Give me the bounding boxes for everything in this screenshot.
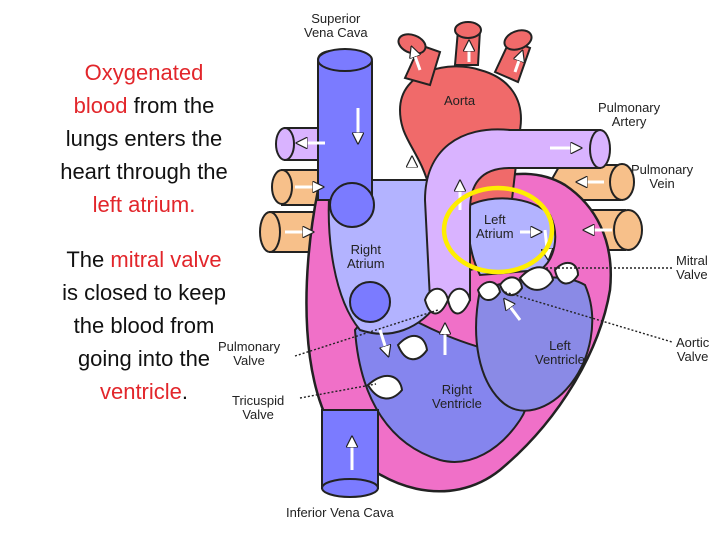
- label-aortic-valve: Aortic Valve: [676, 336, 709, 364]
- pulmonary-valve-shape: [423, 287, 472, 315]
- text-from-the: from the: [133, 93, 215, 118]
- text-the-blood-from: the blood from: [73, 313, 215, 338]
- svc-opening: [329, 182, 375, 228]
- superior-vena-cava-top: [317, 48, 373, 72]
- label-pv-line1: Pulmonary: [631, 162, 694, 177]
- pulmonary-artery-right-end: [589, 129, 611, 169]
- text-lungs-enters-the: lungs enters the: [65, 126, 223, 151]
- highlight-left-atrium: left atrium.: [92, 192, 196, 217]
- text-the: The: [66, 247, 105, 272]
- label-ivc-text: Inferior Vena Cava: [286, 505, 394, 520]
- left-atrium-highlight-circle: [441, 185, 555, 275]
- label-superior-line2: Vena Cava: [304, 25, 368, 40]
- pulmonary-artery-left-end: [275, 127, 295, 161]
- highlight-blood: blood: [73, 93, 128, 118]
- label-pulmonary-valve: Pulmonary Valve: [218, 340, 280, 368]
- label-rv-line2: Ventricle: [432, 396, 482, 411]
- label-left-atrium: Left Atrium: [476, 213, 514, 241]
- label-tv-line2: Valve: [242, 407, 274, 422]
- label-av-line1: Aortic: [676, 335, 710, 350]
- label-pa-line1: Pulmonary: [598, 100, 661, 115]
- text-period: .: [181, 379, 189, 404]
- label-mitral-valve: Mitral Valve: [676, 254, 708, 282]
- label-lv-line1: Left: [549, 338, 571, 353]
- label-pulv-line2: Valve: [233, 353, 265, 368]
- ivc-opening: [349, 281, 391, 323]
- label-tricuspid-valve: Tricuspid Valve: [232, 394, 284, 422]
- label-rv-line1: Right: [441, 382, 473, 397]
- label-superior-line1: Superior: [311, 11, 361, 26]
- label-mv-line1: Mitral: [676, 253, 708, 268]
- highlight-oxygenated: Oxygenated: [84, 60, 204, 85]
- highlight-mitral-valve: mitral valve: [110, 247, 222, 272]
- label-inferior-vena-cava: Inferior Vena Cava: [286, 506, 394, 520]
- label-right-atrium: Right Atrium: [347, 243, 385, 271]
- label-la-line1: Left: [483, 212, 506, 227]
- tricuspid-valve-shape: [366, 335, 429, 400]
- label-pulmonary-vein: Pulmonary Vein: [631, 163, 693, 191]
- label-pulmonary-artery: Pulmonary Artery: [598, 101, 660, 129]
- flow-arrows: [285, 42, 612, 470]
- label-mv-line2: Valve: [676, 267, 708, 282]
- label-pa-line2: Artery: [611, 114, 647, 129]
- inferior-vena-cava: [321, 409, 379, 489]
- label-ra-line2: Atrium: [347, 256, 385, 271]
- explanation-paragraph-1: Oxygenated blood from the lungs enters t…: [30, 56, 258, 221]
- inferior-vena-cava-bottom: [321, 478, 379, 498]
- mitral-valve-shape: [518, 261, 580, 291]
- text-heart-through-the: heart through the: [60, 159, 228, 184]
- label-aorta-text: Aorta: [444, 93, 476, 108]
- explanation-paragraph-2: The mitral valve is closed to keep the b…: [30, 243, 258, 408]
- label-superior-vena-cava: Superior Vena Cava: [304, 12, 368, 40]
- label-lv-line2: Ventricle: [535, 352, 585, 367]
- text-going-into-the: going into the: [77, 346, 211, 371]
- aortic-valve-shape: [476, 276, 524, 301]
- label-left-ventricle: Left Ventricle: [535, 339, 585, 367]
- label-tv-line1: Tricuspid: [232, 393, 285, 408]
- text-is-closed-to-keep: is closed to keep: [62, 280, 226, 305]
- label-av-line2: Valve: [676, 349, 709, 364]
- label-la-line2: Atrium: [476, 226, 514, 241]
- label-ra-line1: Right: [350, 242, 381, 257]
- label-aorta: Aorta: [444, 94, 475, 108]
- label-right-ventricle: Right Ventricle: [432, 383, 482, 411]
- label-pulv-line1: Pulmonary: [218, 339, 281, 354]
- highlight-ventricle: ventricle: [99, 379, 182, 404]
- superior-vena-cava: [317, 61, 373, 201]
- label-leader-lines: [294, 267, 673, 399]
- label-pv-line2: Vein: [649, 176, 675, 191]
